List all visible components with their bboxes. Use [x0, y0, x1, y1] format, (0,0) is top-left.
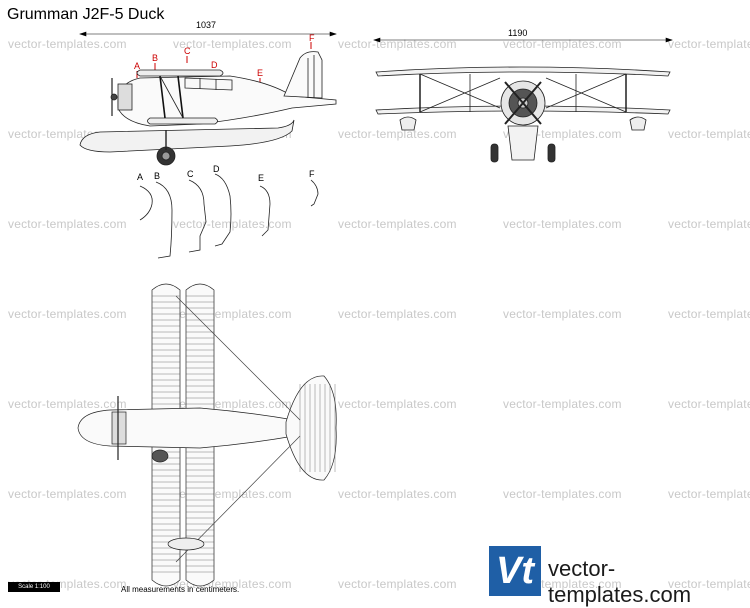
- section-label-f: F: [309, 169, 315, 179]
- section-label-c: C: [187, 169, 194, 179]
- section-marker-d: D: [211, 60, 218, 70]
- vt-logo-icon: Vt: [489, 546, 541, 596]
- front-right-wingfloat: [629, 116, 647, 131]
- section-marker-a: A: [134, 61, 141, 71]
- scale-tag: Scale 1:100: [8, 582, 60, 592]
- section-a-shape: [139, 185, 153, 221]
- watermark-text: vector-templates.com: [668, 487, 750, 501]
- watermark-text: vector-templates.com: [173, 217, 292, 231]
- length-dimension-line: [79, 31, 337, 37]
- watermark-text: vector-templates.com: [173, 37, 292, 51]
- top-view: [77, 283, 337, 587]
- watermark-text: vector-templates.com: [8, 397, 127, 411]
- top-horizontal-tail: [285, 375, 337, 481]
- front-view: [375, 66, 671, 163]
- side-lower-wing: [147, 117, 218, 125]
- watermark-text: vector-templates.com: [338, 217, 457, 231]
- watermark-text: vector-templates.com: [668, 307, 750, 321]
- page-title: Grumman J2F-5 Duck: [7, 6, 165, 23]
- watermark-text: vector-templates.com: [8, 487, 127, 501]
- section-d-shape: [214, 173, 232, 247]
- side-upper-wing: [136, 69, 224, 77]
- watermark-text: vector-templates.com: [8, 37, 127, 51]
- watermark-text: vector-templates.com: [338, 487, 457, 501]
- side-float: [79, 119, 295, 153]
- section-label-b: B: [154, 171, 161, 181]
- cross-sections: [139, 173, 319, 259]
- front-left-wingfloat: [399, 116, 417, 131]
- side-engine-cowl: [117, 83, 133, 111]
- watermark-text: vector-templates.com: [8, 307, 127, 321]
- watermark-text: vector-templates.com: [668, 127, 750, 141]
- section-label-d: D: [213, 164, 220, 174]
- section-marker-b: B: [152, 53, 159, 63]
- watermark-text: vector-templates.com: [668, 217, 750, 231]
- side-fuselage: [117, 75, 337, 127]
- watermark-text: vector-templates.com: [338, 397, 457, 411]
- length-dimension-label: 1037: [196, 20, 217, 30]
- wing-ribs: [152, 295, 214, 573]
- watermark-text: vector-templates.com: [8, 217, 127, 231]
- watermark-text: vector-templates.com: [503, 307, 622, 321]
- side-vertical-tail: [283, 51, 323, 99]
- section-c-shape: [188, 179, 207, 253]
- side-view: [79, 51, 337, 166]
- section-label-a: A: [137, 172, 144, 182]
- span-dimension-line: [373, 37, 673, 43]
- watermark-text: vector-templates.com: [668, 577, 750, 591]
- section-marker-c: C: [184, 46, 191, 56]
- section-label-e: E: [258, 173, 265, 183]
- front-float: [507, 125, 539, 161]
- brand-text: vector-templates.com: [548, 556, 692, 607]
- watermark-text: vector-templates.com: [668, 397, 750, 411]
- section-b-shape: [155, 181, 173, 259]
- watermark-text: vector-templates.com: [503, 217, 622, 231]
- watermark-text: vector-templates.com: [338, 127, 457, 141]
- watermark-text: vector-templates.com: [338, 37, 457, 51]
- watermark-text: vector-templates.com: [668, 37, 750, 51]
- section-e-shape: [259, 185, 271, 237]
- watermark-text: vector-templates.com: [338, 577, 457, 591]
- watermark-text: vector-templates.com: [503, 397, 622, 411]
- side-canopy: [184, 77, 233, 91]
- watermark-text: vector-templates.com: [503, 37, 622, 51]
- measurement-note: All measurements in centimeters.: [121, 585, 240, 594]
- section-marker-e: E: [257, 68, 264, 78]
- watermark-text: vector-templates.com: [338, 307, 457, 321]
- tail-ribs: [299, 384, 336, 472]
- front-upper-wing: [375, 66, 671, 77]
- watermark-text: vector-templates.com: [503, 487, 622, 501]
- section-f-shape: [310, 179, 319, 207]
- span-dimension-label: 1190: [508, 28, 528, 38]
- section-marker-f: F: [309, 33, 315, 43]
